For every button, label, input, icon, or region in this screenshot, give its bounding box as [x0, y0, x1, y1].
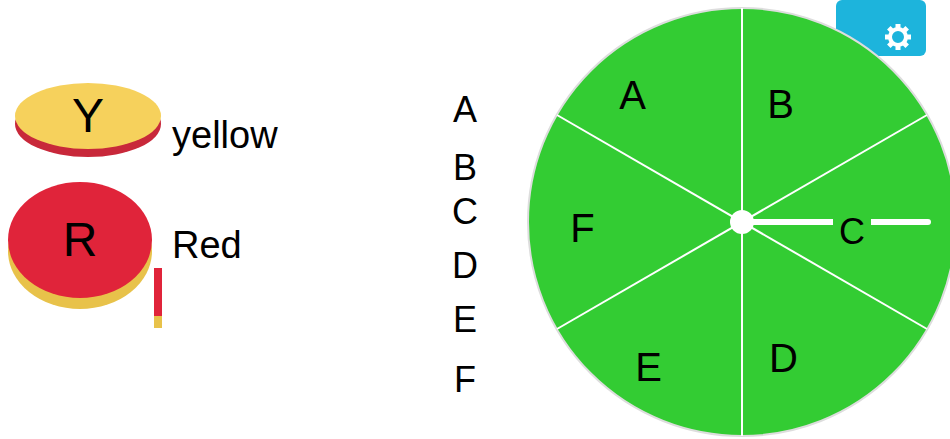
outcome-list-item: F: [454, 360, 476, 400]
node-letter: R: [63, 214, 98, 267]
spinner-hub: [730, 210, 754, 234]
disk-face: [15, 83, 161, 149]
color-label: Red: [172, 225, 242, 267]
spinner-sector: B: [761, 80, 800, 128]
spinner-sector: F: [564, 204, 601, 252]
sector-divider: [557, 115, 927, 329]
outcome-list-item: C: [452, 192, 478, 232]
node-letter: E: [635, 345, 662, 389]
gear-icon: [885, 24, 911, 50]
node-letter: B: [767, 82, 794, 126]
node-letter: C: [839, 212, 865, 252]
node-letter: F: [570, 206, 594, 250]
spinner-sector: D: [763, 334, 804, 382]
outcome-list-item: B: [453, 148, 477, 188]
outcome-list-item: A: [453, 90, 477, 130]
outcome-list-item: D: [452, 246, 478, 286]
spinner-sector: A: [613, 71, 652, 119]
yellow-counter: Y: [15, 83, 161, 149]
sector-divider: [557, 115, 927, 329]
color-label: yellow: [172, 115, 278, 157]
node-letter: D: [769, 336, 798, 380]
counter-edge: [154, 316, 162, 328]
spinner-wheel: [528, 8, 950, 436]
counter-edge: [154, 268, 162, 328]
node-letter: Y: [72, 90, 104, 143]
outcome-list-item: E: [453, 300, 477, 340]
spinner-sector: E: [629, 343, 668, 391]
red-counter: R: [8, 182, 152, 298]
node-letter: A: [619, 73, 646, 117]
spinner-sector: C: [833, 210, 871, 254]
disk-face: [8, 182, 152, 298]
